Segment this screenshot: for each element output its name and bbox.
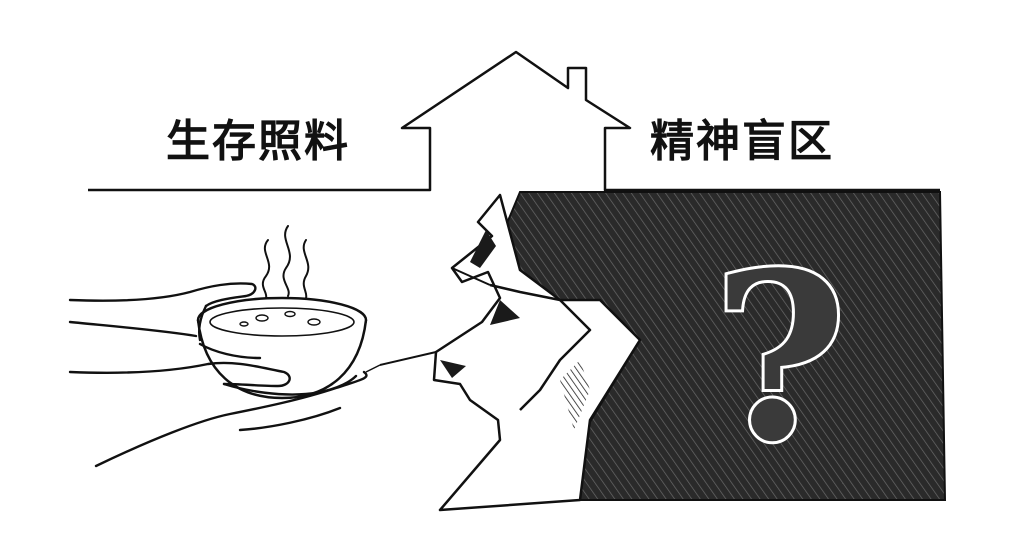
house-outline (88, 50, 940, 192)
question-mark: ? (713, 223, 848, 493)
label-survival-care: 生存照料 (166, 116, 350, 167)
ground-crack (365, 193, 642, 512)
question-mark-icon: ? (710, 220, 851, 496)
steam-lines (261, 225, 310, 299)
soup-bowl (196, 296, 368, 400)
label-spiritual-blind-spot: 精神盲区 (650, 116, 834, 167)
hands (68, 282, 368, 468)
